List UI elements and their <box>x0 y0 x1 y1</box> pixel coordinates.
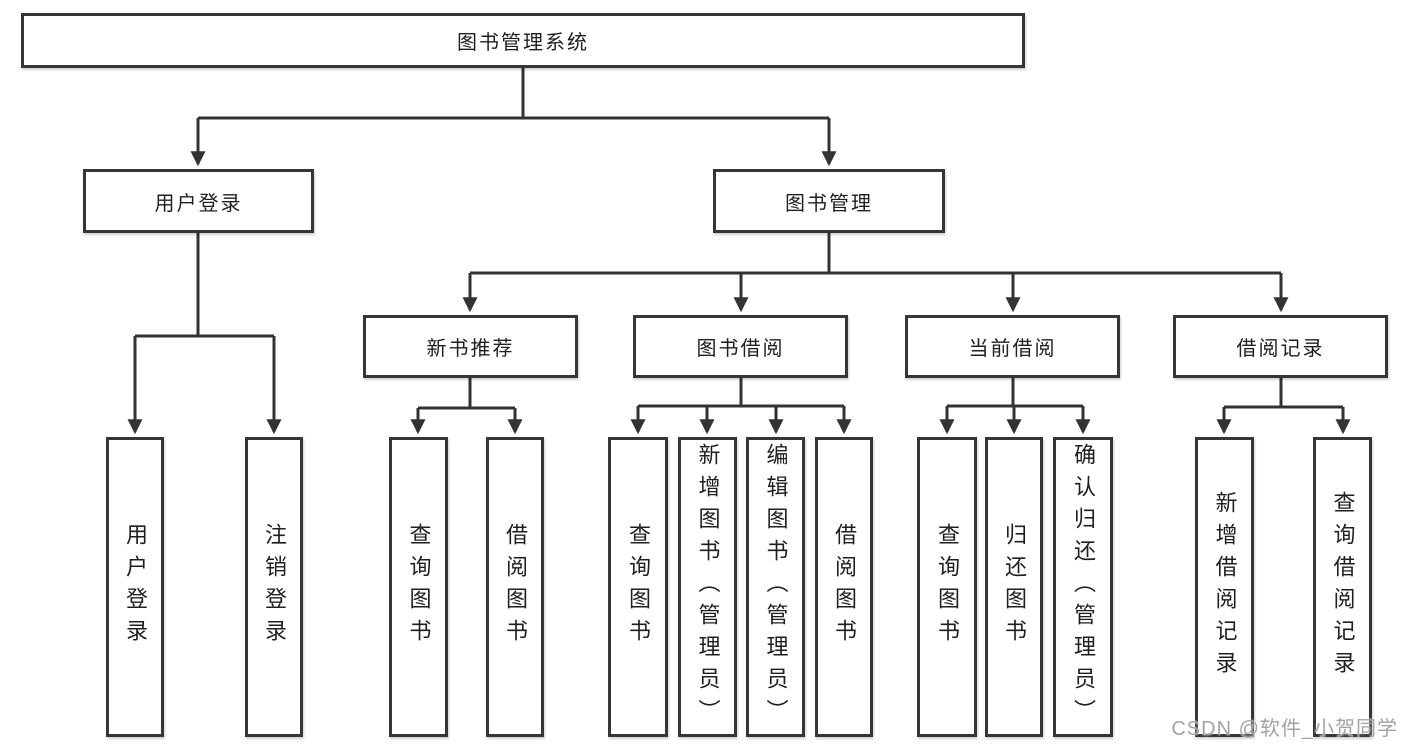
node-book-borrowing-label: 图书借阅 <box>696 338 785 360</box>
node-user-login-label: 用户登录 <box>154 192 243 215</box>
leaf-add-book-admin-label: 新增图书（管理员） <box>695 443 721 731</box>
leaf-current-query-book-label: 查询图书 <box>935 523 960 651</box>
node-new-book-recommendation: 新书推荐 <box>363 315 578 378</box>
node-book-management-label: 图书管理 <box>785 192 873 215</box>
leaf-return-book-label: 归还图书 <box>1002 523 1027 651</box>
leaf-recommend-borrow-book-label: 借阅图书 <box>503 523 528 651</box>
node-user-login: 用户登录 <box>83 169 314 233</box>
leaf-add-book-admin: 新增图书（管理员） <box>678 437 737 737</box>
leaf-query-borrow-record: 查询借阅记录 <box>1313 437 1372 737</box>
leaf-return-book: 归还图书 <box>985 437 1043 737</box>
leaf-confirm-return-admin-label: 确认归还（管理员） <box>1071 443 1096 731</box>
node-current-borrowing: 当前借阅 <box>905 315 1120 378</box>
node-book-management: 图书管理 <box>713 169 945 233</box>
leaf-current-query-book: 查询图书 <box>917 437 977 737</box>
leaf-add-borrow-record: 新增借阅记录 <box>1195 437 1254 737</box>
leaf-borrow-book: 借阅图书 <box>815 437 873 737</box>
leaf-borrowing-query-book: 查询图书 <box>608 437 668 737</box>
leaf-add-borrow-record-label: 新增借阅记录 <box>1212 491 1238 683</box>
leaf-logout-label: 注销登录 <box>262 523 287 651</box>
leaf-recommend-borrow-book: 借阅图书 <box>486 437 544 737</box>
node-book-borrowing: 图书借阅 <box>633 315 848 378</box>
leaf-query-borrow-record-label: 查询借阅记录 <box>1330 491 1356 683</box>
leaf-edit-book-admin-label: 编辑图书（管理员） <box>763 443 789 731</box>
node-borrowing-records: 借阅记录 <box>1173 315 1388 378</box>
leaf-borrow-book-label: 借阅图书 <box>832 523 857 651</box>
leaf-edit-book-admin: 编辑图书（管理员） <box>746 437 805 737</box>
node-new-book-recommendation-label: 新书推荐 <box>426 338 515 360</box>
leaf-recommend-query-book-label: 查询图书 <box>406 523 432 651</box>
node-system-root: 图书管理系统 <box>21 13 1025 68</box>
leaf-recommend-query-book: 查询图书 <box>389 437 448 737</box>
leaf-logout: 注销登录 <box>245 437 303 737</box>
leaf-confirm-return-admin: 确认归还（管理员） <box>1053 437 1113 737</box>
node-system-root-label: 图书管理系统 <box>457 32 589 54</box>
leaf-user-login-label: 用户登录 <box>123 523 148 651</box>
node-borrowing-records-label: 借阅记录 <box>1236 338 1325 360</box>
watermark-text: CSDN @软件_小贺同学 <box>1171 718 1398 740</box>
node-current-borrowing-label: 当前借阅 <box>968 338 1057 360</box>
leaf-user-login: 用户登录 <box>106 437 164 737</box>
leaf-borrowing-query-book-label: 查询图书 <box>626 523 651 651</box>
